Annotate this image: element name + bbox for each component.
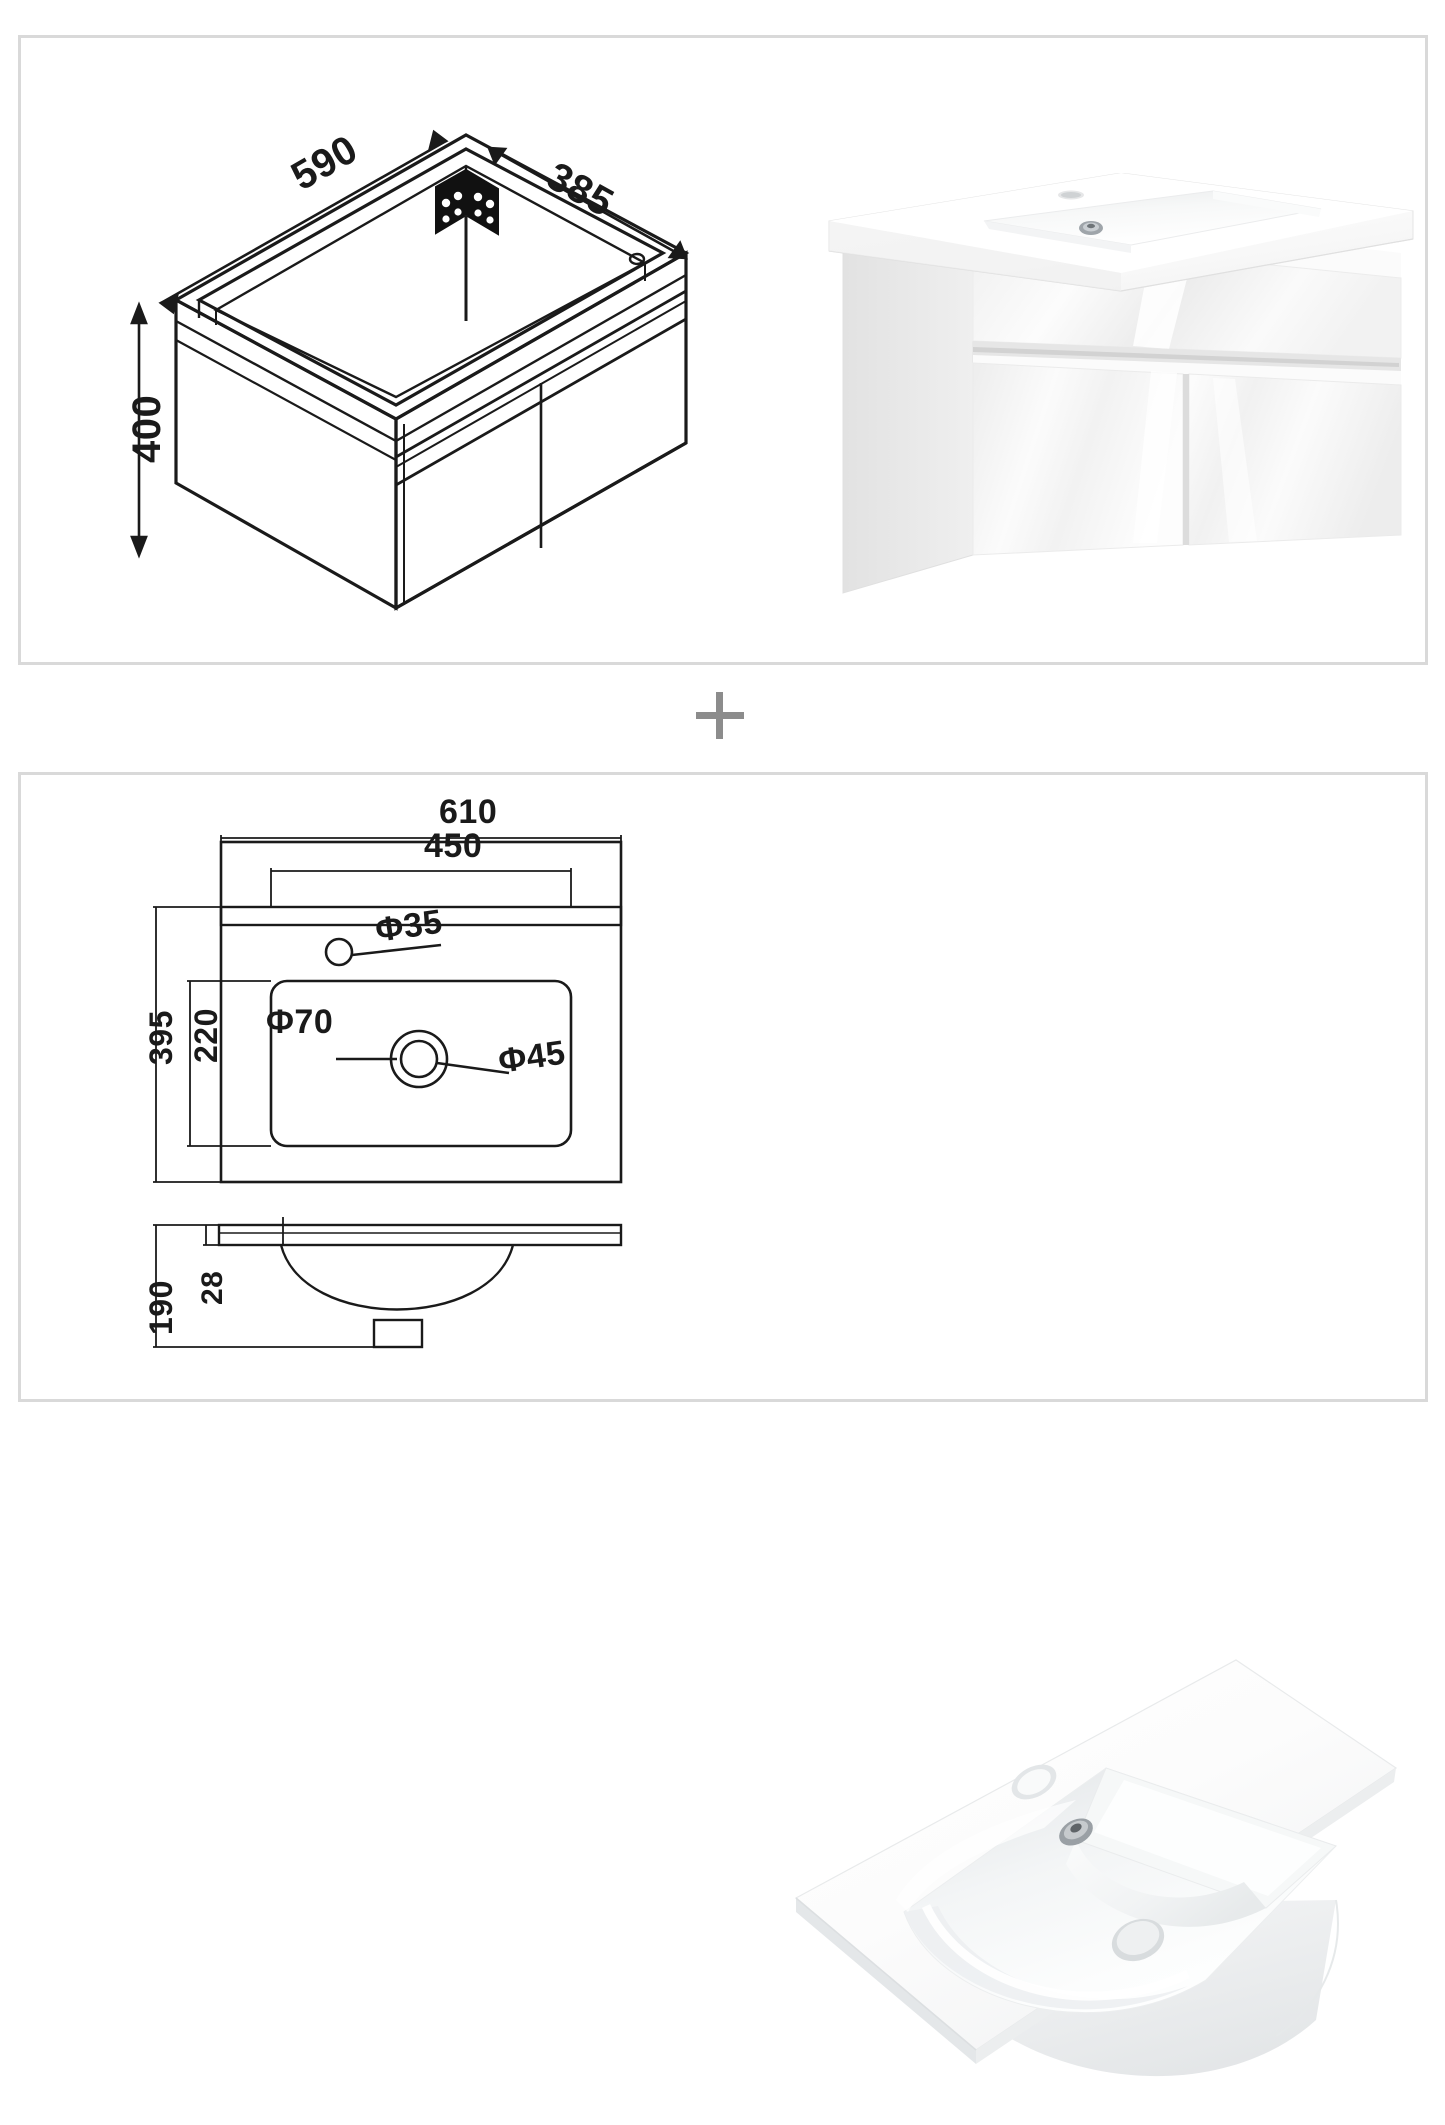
dim-basin-waste-outer: Φ70 bbox=[266, 1003, 334, 1041]
basin-product-photo bbox=[776, 1650, 1416, 2120]
basin-top-view-drawing bbox=[153, 835, 623, 1184]
dim-basin-overall-width: 610 bbox=[439, 793, 498, 831]
dim-basin-bowl-depth: 220 bbox=[188, 1008, 224, 1063]
plus-icon-vertical-bar bbox=[716, 692, 723, 739]
plus-icon bbox=[690, 685, 750, 745]
product-spec-sheet: 590 385 400 bbox=[18, 35, 1428, 2077]
dim-basin-rim-thickness: 28 bbox=[196, 1270, 229, 1305]
vanity-product-photo bbox=[821, 172, 1421, 603]
basin-panel: 610 450 395 220 Φ35 Φ70 Φ45 bbox=[18, 772, 1428, 2077]
cabinet-isometric-drawing bbox=[130, 129, 690, 611]
dim-basin-bowl-width: 450 bbox=[424, 827, 483, 865]
corner-bracket-icon bbox=[435, 168, 499, 321]
dim-cabinet-height: 400 bbox=[125, 394, 169, 463]
basin-side-section-drawing bbox=[153, 1217, 623, 1349]
cabinet-panel: 590 385 400 bbox=[18, 35, 1428, 665]
dim-basin-overall-depth: 395 bbox=[143, 1010, 179, 1065]
dim-basin-overall-height: 190 bbox=[143, 1280, 179, 1335]
